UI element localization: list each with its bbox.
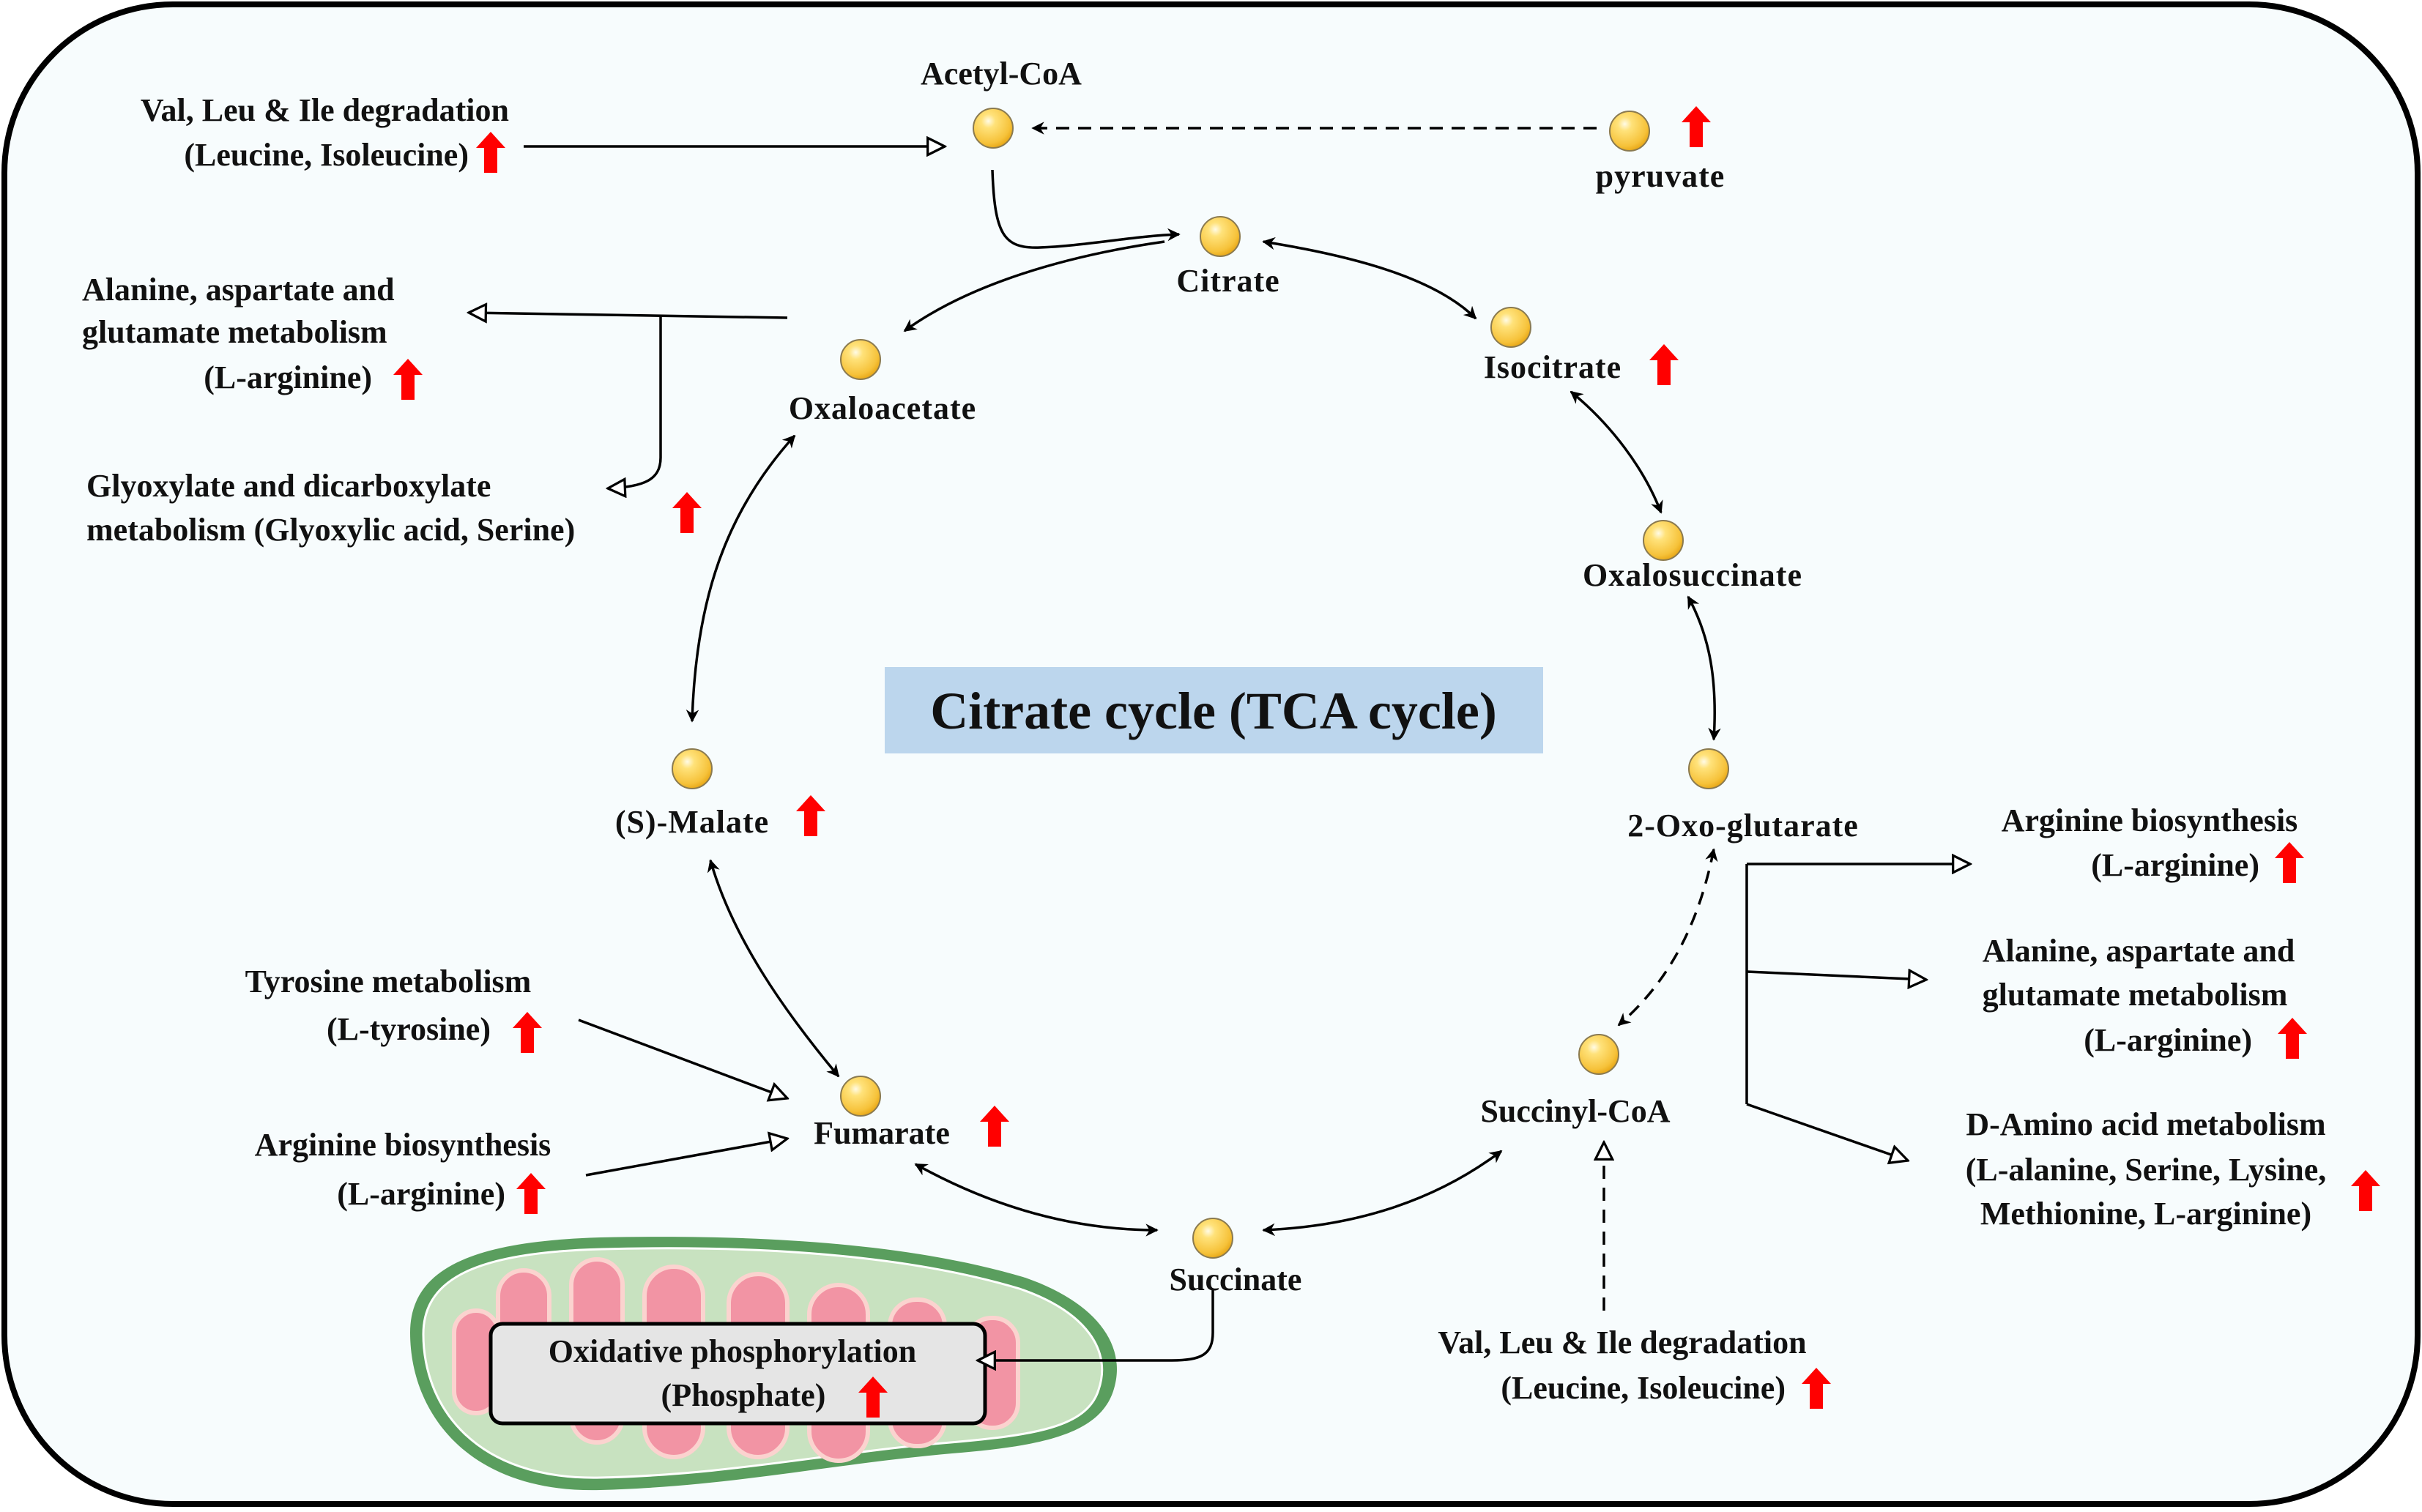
- node-2-oxo-glutarate: 2-Oxo-glutarate: [1627, 748, 1859, 843]
- node-oxalosuccinate: Oxalosuccinate: [1583, 520, 1802, 593]
- node-oxaloacetate: Oxaloacetate: [789, 339, 976, 426]
- pathway-title: Arginine biosynthesis: [2002, 802, 2298, 838]
- node-label: Fumarate: [814, 1115, 950, 1151]
- node-acetyl-coa: Acetyl-CoA: [921, 56, 1082, 149]
- metabolite-ball-icon: [1192, 1218, 1233, 1259]
- pathway-title: Val, Leu & Ile degradation: [141, 92, 509, 128]
- node-succinyl-coa: Succinyl-CoA: [1480, 1034, 1671, 1129]
- node-pyruvate: pyruvate: [1596, 106, 1726, 194]
- pathway-metabolites: (L-arginine): [2084, 1022, 2252, 1058]
- node-label: Succinate: [1170, 1262, 1302, 1297]
- metabolite-ball-icon: [1688, 748, 1729, 789]
- metabolite-ball-icon: [1578, 1034, 1619, 1075]
- pathway-title: Oxidative phosphorylation: [549, 1333, 916, 1369]
- node-label: Oxalosuccinate: [1583, 557, 1802, 593]
- title-box: Citrate cycle (TCA cycle): [885, 667, 1543, 753]
- node-s-malate: (S)-Malate: [615, 748, 825, 840]
- pathway-title: Val, Leu & Ile degradation: [1438, 1325, 1806, 1360]
- metabolite-ball-icon: [1200, 216, 1241, 257]
- pathway-metabolites: (L-alanine, Serine, Lysine,: [1966, 1152, 2327, 1188]
- pathway-tyrosine: Tyrosine metabolism (L-tyrosine): [245, 964, 542, 1053]
- node-isocitrate: Isocitrate: [1484, 307, 1679, 385]
- pathway-title: Alanine, aspartate and: [1983, 933, 2295, 969]
- pathway-metabolites: (Phosphate): [661, 1377, 826, 1413]
- node-label: 2-Oxo-glutarate: [1627, 808, 1859, 843]
- pathway-title: Arginine biosynthesis: [255, 1127, 551, 1163]
- pathway-glyoxylate: Glyoxylate and dicarboxylate metabolism …: [86, 468, 702, 548]
- metabolite-ball-icon: [1609, 111, 1650, 152]
- metabolite-ball-icon: [1490, 307, 1531, 348]
- pathway-ala-asp-glu-right: Alanine, aspartate and glutamate metabol…: [1983, 933, 2307, 1059]
- pathway-arginine-right: Arginine biosynthesis (L-arginine): [2002, 802, 2304, 883]
- pathway-title: Tyrosine metabolism: [245, 964, 532, 999]
- pathway-metabolites: (L-tyrosine): [327, 1011, 491, 1047]
- node-fumarate: Fumarate: [814, 1076, 1009, 1151]
- metabolite-ball-icon: [1643, 520, 1684, 561]
- node-label: Citrate: [1176, 263, 1279, 299]
- pathway-metabolites: (L-arginine): [337, 1176, 505, 1212]
- pathway-title: glutamate metabolism: [82, 314, 387, 350]
- node-label: Isocitrate: [1484, 349, 1622, 385]
- pathway-metabolites: metabolism (Glyoxylic acid, Serine): [86, 512, 575, 548]
- metabolite-ball-icon: [840, 339, 881, 380]
- pathway-title: glutamate metabolism: [1983, 977, 2288, 1013]
- pathway-arginine-left: Arginine biosynthesis (L-arginine): [255, 1127, 551, 1214]
- pathway-metabolites: (L-arginine): [2091, 847, 2259, 883]
- pathway-oxidative-phosphorylation: Oxidative phosphorylation (Phosphate): [549, 1333, 916, 1418]
- node-label: Acetyl-CoA: [921, 56, 1082, 92]
- diagram-title: Citrate cycle (TCA cycle): [930, 682, 1497, 740]
- node-label: (S)-Malate: [615, 804, 769, 840]
- pathway-metabolites: (L-arginine): [204, 360, 372, 395]
- metabolite-ball-icon: [672, 748, 713, 789]
- node-label: Oxaloacetate: [789, 390, 976, 426]
- node-succinate: Succinate: [1170, 1218, 1302, 1297]
- pathway-metabolites: (Leucine, Isoleucine): [1501, 1370, 1786, 1406]
- pathway-metabolites: Methionine, L-arginine): [1980, 1196, 2311, 1232]
- pathway-val-leu-ile-bottom: Val, Leu & Ile degradation (Leucine, Iso…: [1438, 1325, 1831, 1409]
- pathway-val-leu-ile-top: Val, Leu & Ile degradation (Leucine, Iso…: [141, 92, 509, 173]
- pathway-metabolites: (Leucine, Isoleucine): [184, 137, 469, 173]
- metabolite-ball-icon: [840, 1076, 881, 1117]
- metabolite-ball-icon: [973, 108, 1014, 149]
- node-citrate: Citrate: [1176, 216, 1279, 299]
- pathway-title: Glyoxylate and dicarboxylate: [86, 468, 491, 504]
- connectors: [469, 122, 1970, 1360]
- node-label: Succinyl-CoA: [1480, 1093, 1670, 1129]
- pathway-title: Alanine, aspartate and: [82, 272, 395, 308]
- pathway-d-amino-acid: D-Amino acid metabolism (L-alanine, Seri…: [1966, 1106, 2380, 1232]
- pathway-title: D-Amino acid metabolism: [1966, 1106, 2325, 1142]
- node-label: pyruvate: [1596, 158, 1726, 194]
- mitochondrion-illustration: [410, 1237, 1117, 1491]
- pathway-ala-asp-glu-left: Alanine, aspartate and glutamate metabol…: [82, 272, 423, 400]
